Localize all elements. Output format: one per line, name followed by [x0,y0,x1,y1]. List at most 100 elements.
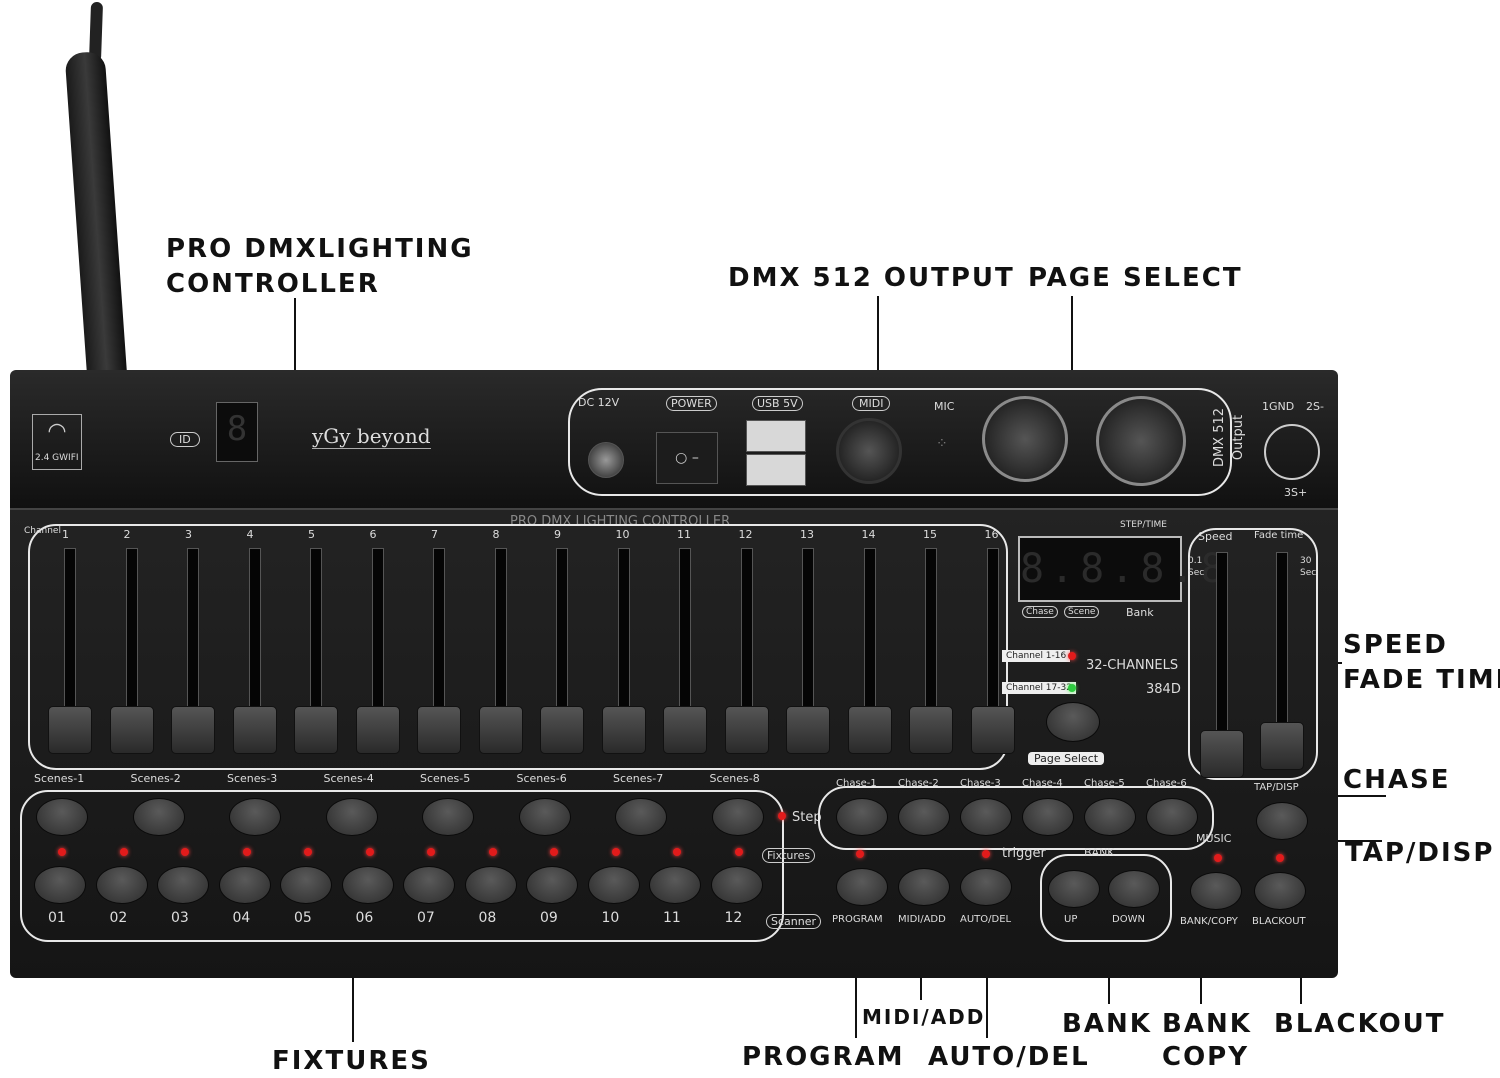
output-label: Output [1231,414,1247,461]
chase-button[interactable] [1146,798,1198,836]
dc-jack[interactable] [588,442,624,478]
chase-label: Chase-4 [1022,778,1063,789]
chase-button[interactable] [836,798,888,836]
chase-button[interactable] [898,798,950,836]
scene-button[interactable] [132,798,185,836]
chase-button[interactable] [1084,798,1136,836]
channel-fader[interactable] [232,706,277,754]
fixture-led [611,848,620,856]
fixture-button[interactable] [218,866,271,904]
channel-fader-track [679,548,691,720]
usb-port-lower[interactable] [746,454,806,486]
channel-word: Channel [24,526,61,536]
leader-fixtures [352,940,354,1042]
speed-fade-outline [1188,528,1318,780]
scene-button[interactable] [711,798,764,836]
channel-fader[interactable] [663,706,707,754]
scene-label: Scenes-4 [323,772,374,785]
scene-label: Scenes-2 [130,772,181,785]
fixture-button[interactable] [280,866,332,904]
auto-del-button[interactable] [960,868,1012,906]
midi-port[interactable] [836,418,902,484]
scene-label: Scenes-7 [613,772,664,785]
channel-fader[interactable] [294,706,338,754]
tap-disp-button[interactable] [1256,802,1308,840]
auto-del-label: AUTO/DEL [960,914,1012,925]
scanner-number: 08 [478,910,497,926]
channel-fader[interactable] [847,706,892,754]
channel-fader[interactable] [601,706,646,754]
fade-time-fader[interactable] [1260,722,1304,770]
usb-label: USB 5V [752,396,803,411]
midi-add-button[interactable] [898,868,950,906]
mic-grille: ⁘ [936,436,948,452]
channel-17-32-led [1068,684,1076,692]
bank-copy-led [1214,854,1222,862]
speed-fader[interactable] [1200,730,1244,778]
step-led [778,812,786,820]
fixture-button[interactable] [710,866,763,904]
scene-button[interactable] [422,798,474,836]
fixture-led [181,848,189,856]
bank-up-button[interactable] [1048,870,1100,908]
scene-button[interactable] [229,798,281,836]
scene-button[interactable] [615,798,667,836]
display-tag-chase: Chase [1022,606,1058,618]
channel-fader[interactable] [909,706,953,754]
leader-dmx-output [877,296,879,388]
fixture-button[interactable] [403,866,455,904]
channel-fader[interactable] [48,706,92,754]
callout-speed: SPEED [1343,630,1448,660]
scanner-number: 09 [540,910,558,926]
power-switch[interactable]: ○ – [656,432,718,484]
scene-button[interactable] [36,798,88,836]
page-select-button[interactable] [1046,702,1100,742]
xlr-input-port[interactable] [982,396,1068,482]
speed-fader-track [1216,552,1228,754]
usb-port-upper[interactable] [746,420,806,452]
callout-program: PROGRAM [742,1042,905,1072]
channel-number: 5 [308,528,315,541]
scene-button[interactable] [518,798,571,836]
scanner-number: 04 [232,910,251,926]
blackout-button[interactable] [1254,872,1306,910]
chase-label: Chase-2 [898,778,939,789]
step-label: Step [792,810,822,825]
bank-down-label: DOWN [1112,914,1145,925]
channel-fader-track [64,548,76,720]
bank-down-button[interactable] [1108,870,1160,908]
channel-fader[interactable] [540,706,584,754]
fixture-button[interactable] [95,866,148,904]
bank-up-label: UP [1064,914,1078,925]
channel-fader-track [802,548,814,720]
fixture-button[interactable] [464,866,517,904]
channel-fader[interactable] [478,706,523,754]
scene-button[interactable] [325,798,378,836]
fixture-button[interactable] [34,866,86,904]
channel-number: 2 [123,528,131,541]
callout-controller-line2: CONTROLLER [166,269,380,299]
chase-button[interactable] [1022,798,1074,836]
fixture-led [58,848,66,856]
channel-fader[interactable] [724,706,769,754]
scene-label: Scenes-6 [516,772,567,785]
channel-fader[interactable] [109,706,154,754]
bank-copy-button[interactable] [1190,872,1242,910]
xlr-output-port[interactable] [1096,396,1186,486]
fixture-button[interactable] [341,866,394,904]
channel-fader[interactable] [171,706,215,754]
fixture-button[interactable] [526,866,578,904]
channel-fader[interactable] [355,706,400,754]
fixture-button[interactable] [649,866,701,904]
channel-fader[interactable] [417,706,461,754]
channel-number: 15 [923,528,937,541]
fixture-button[interactable] [587,866,640,904]
mic-label: MIC [934,400,955,413]
fixture-button[interactable] [157,866,209,904]
program-button[interactable] [836,868,888,906]
channel-fader[interactable] [970,706,1015,754]
scanner-number: 10 [601,910,620,926]
display-tag-scene: Scene [1064,606,1100,618]
chase-button[interactable] [960,798,1012,836]
channel-fader[interactable] [786,706,830,754]
